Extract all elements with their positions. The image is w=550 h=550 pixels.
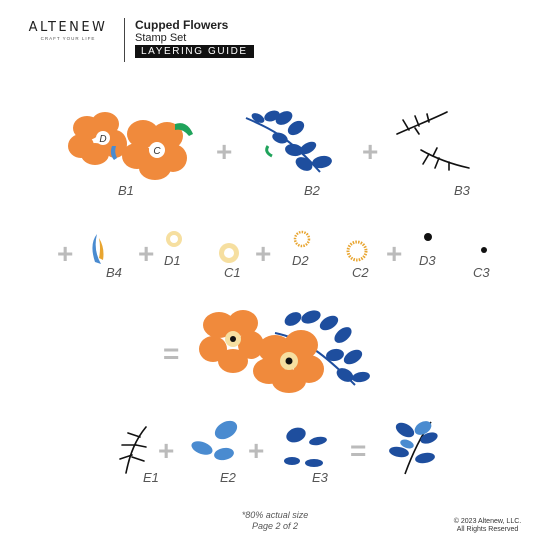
- c2-stamp-image: [346, 240, 368, 262]
- equals-operator: =: [350, 435, 367, 466]
- brand-name: ALTENEW: [28, 20, 108, 35]
- layer-label-b1: B1: [118, 183, 134, 198]
- layer-label-e2: E2: [220, 470, 236, 485]
- layer-label-c2: C2: [352, 265, 369, 280]
- layer-label-e3: E3: [312, 470, 328, 485]
- header-divider: [124, 18, 125, 62]
- b3-stamp-image: [396, 111, 470, 171]
- layer-label-b4: B4: [106, 265, 122, 280]
- layer-label-b2: B2: [304, 183, 320, 198]
- layer-label-c3: C3: [473, 265, 490, 280]
- brand-logo: ALTENEW CRAFT YOUR LIFE: [18, 20, 118, 41]
- c3-stamp-image: [481, 247, 487, 253]
- plus-operator: +: [57, 238, 74, 269]
- finished-leaf-image: [389, 421, 438, 475]
- d2-stamp-image: [293, 230, 311, 248]
- plus-operator: +: [386, 238, 403, 269]
- d1-stamp-image: [166, 231, 182, 247]
- plus-operator: +: [138, 238, 155, 269]
- page-number: Page 2 of 2: [251, 521, 299, 531]
- b2-stamp-image: [245, 110, 332, 173]
- scale-note: *80% actual size: [241, 510, 309, 520]
- layer-label-b3: B3: [454, 183, 470, 198]
- c1-stamp-image: [219, 243, 239, 263]
- plus-operator: +: [255, 238, 272, 269]
- d3-stamp-image: [424, 233, 432, 241]
- stamp-set-subtitle: Stamp Set: [135, 32, 187, 44]
- c-letter-marker: C: [153, 146, 161, 157]
- layering-guide-badge: LAYERING GUIDE: [135, 45, 254, 58]
- b4-stamp-image: [92, 234, 104, 264]
- copyright-line: © 2023 Altenew, LLC.: [453, 518, 522, 525]
- plus-operator: +: [362, 136, 379, 167]
- finished-flowers-image: [199, 310, 370, 393]
- plus-operator: +: [216, 136, 233, 167]
- layer-label-c1: C1: [224, 265, 241, 280]
- plus-operator: +: [158, 435, 175, 466]
- layer-label-d1: D1: [164, 253, 181, 268]
- brand-tagline: CRAFT YOUR LIFE: [40, 36, 96, 41]
- b1-stamp-image: D C: [68, 112, 193, 180]
- e3-stamp-image: [284, 427, 327, 467]
- layer-label-d2: D2: [292, 253, 309, 268]
- d-letter-marker: D: [99, 134, 106, 145]
- copyright-notice: © 2023 Altenew, LLC. All Rights Reserved: [440, 518, 535, 535]
- rights-line: All Rights Reserved: [456, 526, 519, 534]
- stamp-set-title: Cupped Flowers: [135, 18, 229, 32]
- layer-label-d3: D3: [419, 253, 436, 268]
- layer-label-e1: E1: [143, 470, 159, 485]
- e1-stamp-image: [119, 426, 147, 474]
- plus-operator: +: [248, 435, 265, 466]
- equals-operator: =: [163, 338, 180, 369]
- e2-stamp-image: [191, 420, 238, 461]
